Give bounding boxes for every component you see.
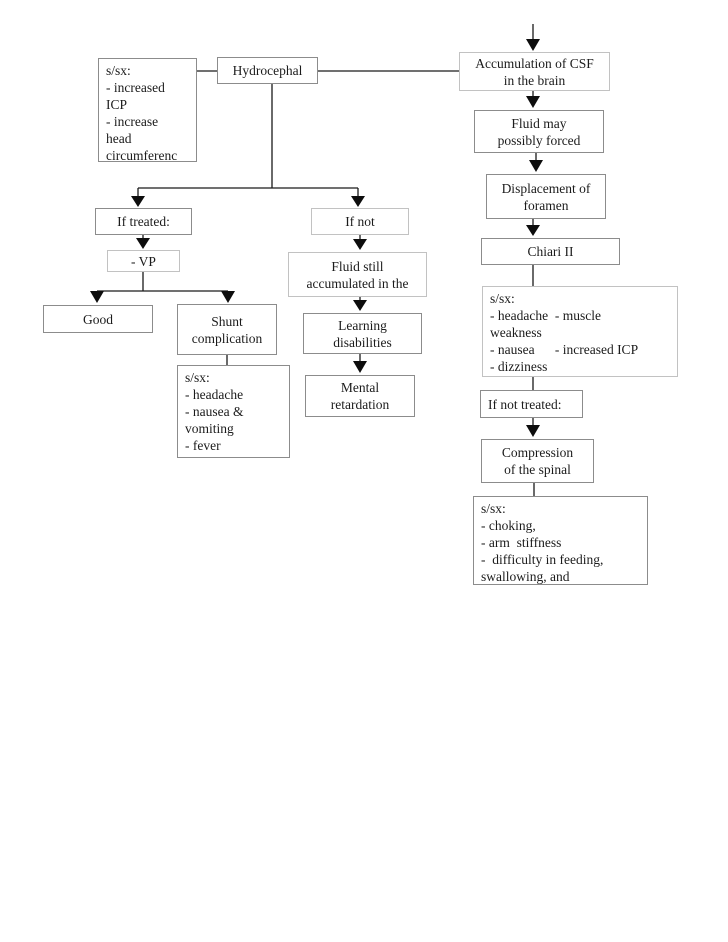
arrowhead-icon <box>351 196 365 207</box>
node-mental-retardation: Mental retardation <box>305 375 415 417</box>
arrowhead-icon <box>526 425 540 437</box>
node-chiari-ii: Chiari II <box>481 238 620 265</box>
arrowhead-icon <box>353 300 367 311</box>
node-sx-shunt: s/sx: - headache - nausea & vomiting - f… <box>177 365 290 458</box>
node-fluid-still-accumulated: Fluid still accumulated in the <box>288 252 427 297</box>
node-sx-compression: s/sx: - choking, - arm stiffness - diffi… <box>473 496 648 585</box>
arrowhead-icon <box>221 291 235 303</box>
node-hydrocephal: Hydrocephal <box>217 57 318 84</box>
node-sx-hydrocephalus: s/sx: - increased ICP - increase head ci… <box>98 58 197 162</box>
node-displacement-foramen: Displacement of foramen <box>486 174 606 219</box>
arrowhead-icon <box>526 225 540 236</box>
node-vp-shunt: - VP <box>107 250 180 272</box>
arrowhead-icon <box>353 239 367 250</box>
arrowhead-icon <box>526 39 540 51</box>
arrowhead-icon <box>90 291 104 303</box>
node-good-outcome: Good <box>43 305 153 333</box>
arrowhead-icon <box>131 196 145 207</box>
node-compression-spinal: Compression of the spinal <box>481 439 594 483</box>
node-learning-disabilities: Learning disabilities <box>303 313 422 354</box>
node-fluid-may-forced: Fluid may possibly forced <box>474 110 604 153</box>
node-if-not-treated: If not treated: <box>480 390 583 418</box>
node-shunt-complication: Shunt complication <box>177 304 277 355</box>
arrowhead-icon <box>353 361 367 373</box>
node-sx-chiari: s/sx: - headache - muscle weakness - nau… <box>482 286 678 377</box>
node-if-not: If not <box>311 208 409 235</box>
arrowhead-icon <box>136 238 150 249</box>
node-accumulation-csf: Accumulation of CSF in the brain <box>459 52 610 91</box>
node-if-treated: If treated: <box>95 208 192 235</box>
arrowhead-icon <box>529 160 543 172</box>
arrowhead-icon <box>526 96 540 108</box>
